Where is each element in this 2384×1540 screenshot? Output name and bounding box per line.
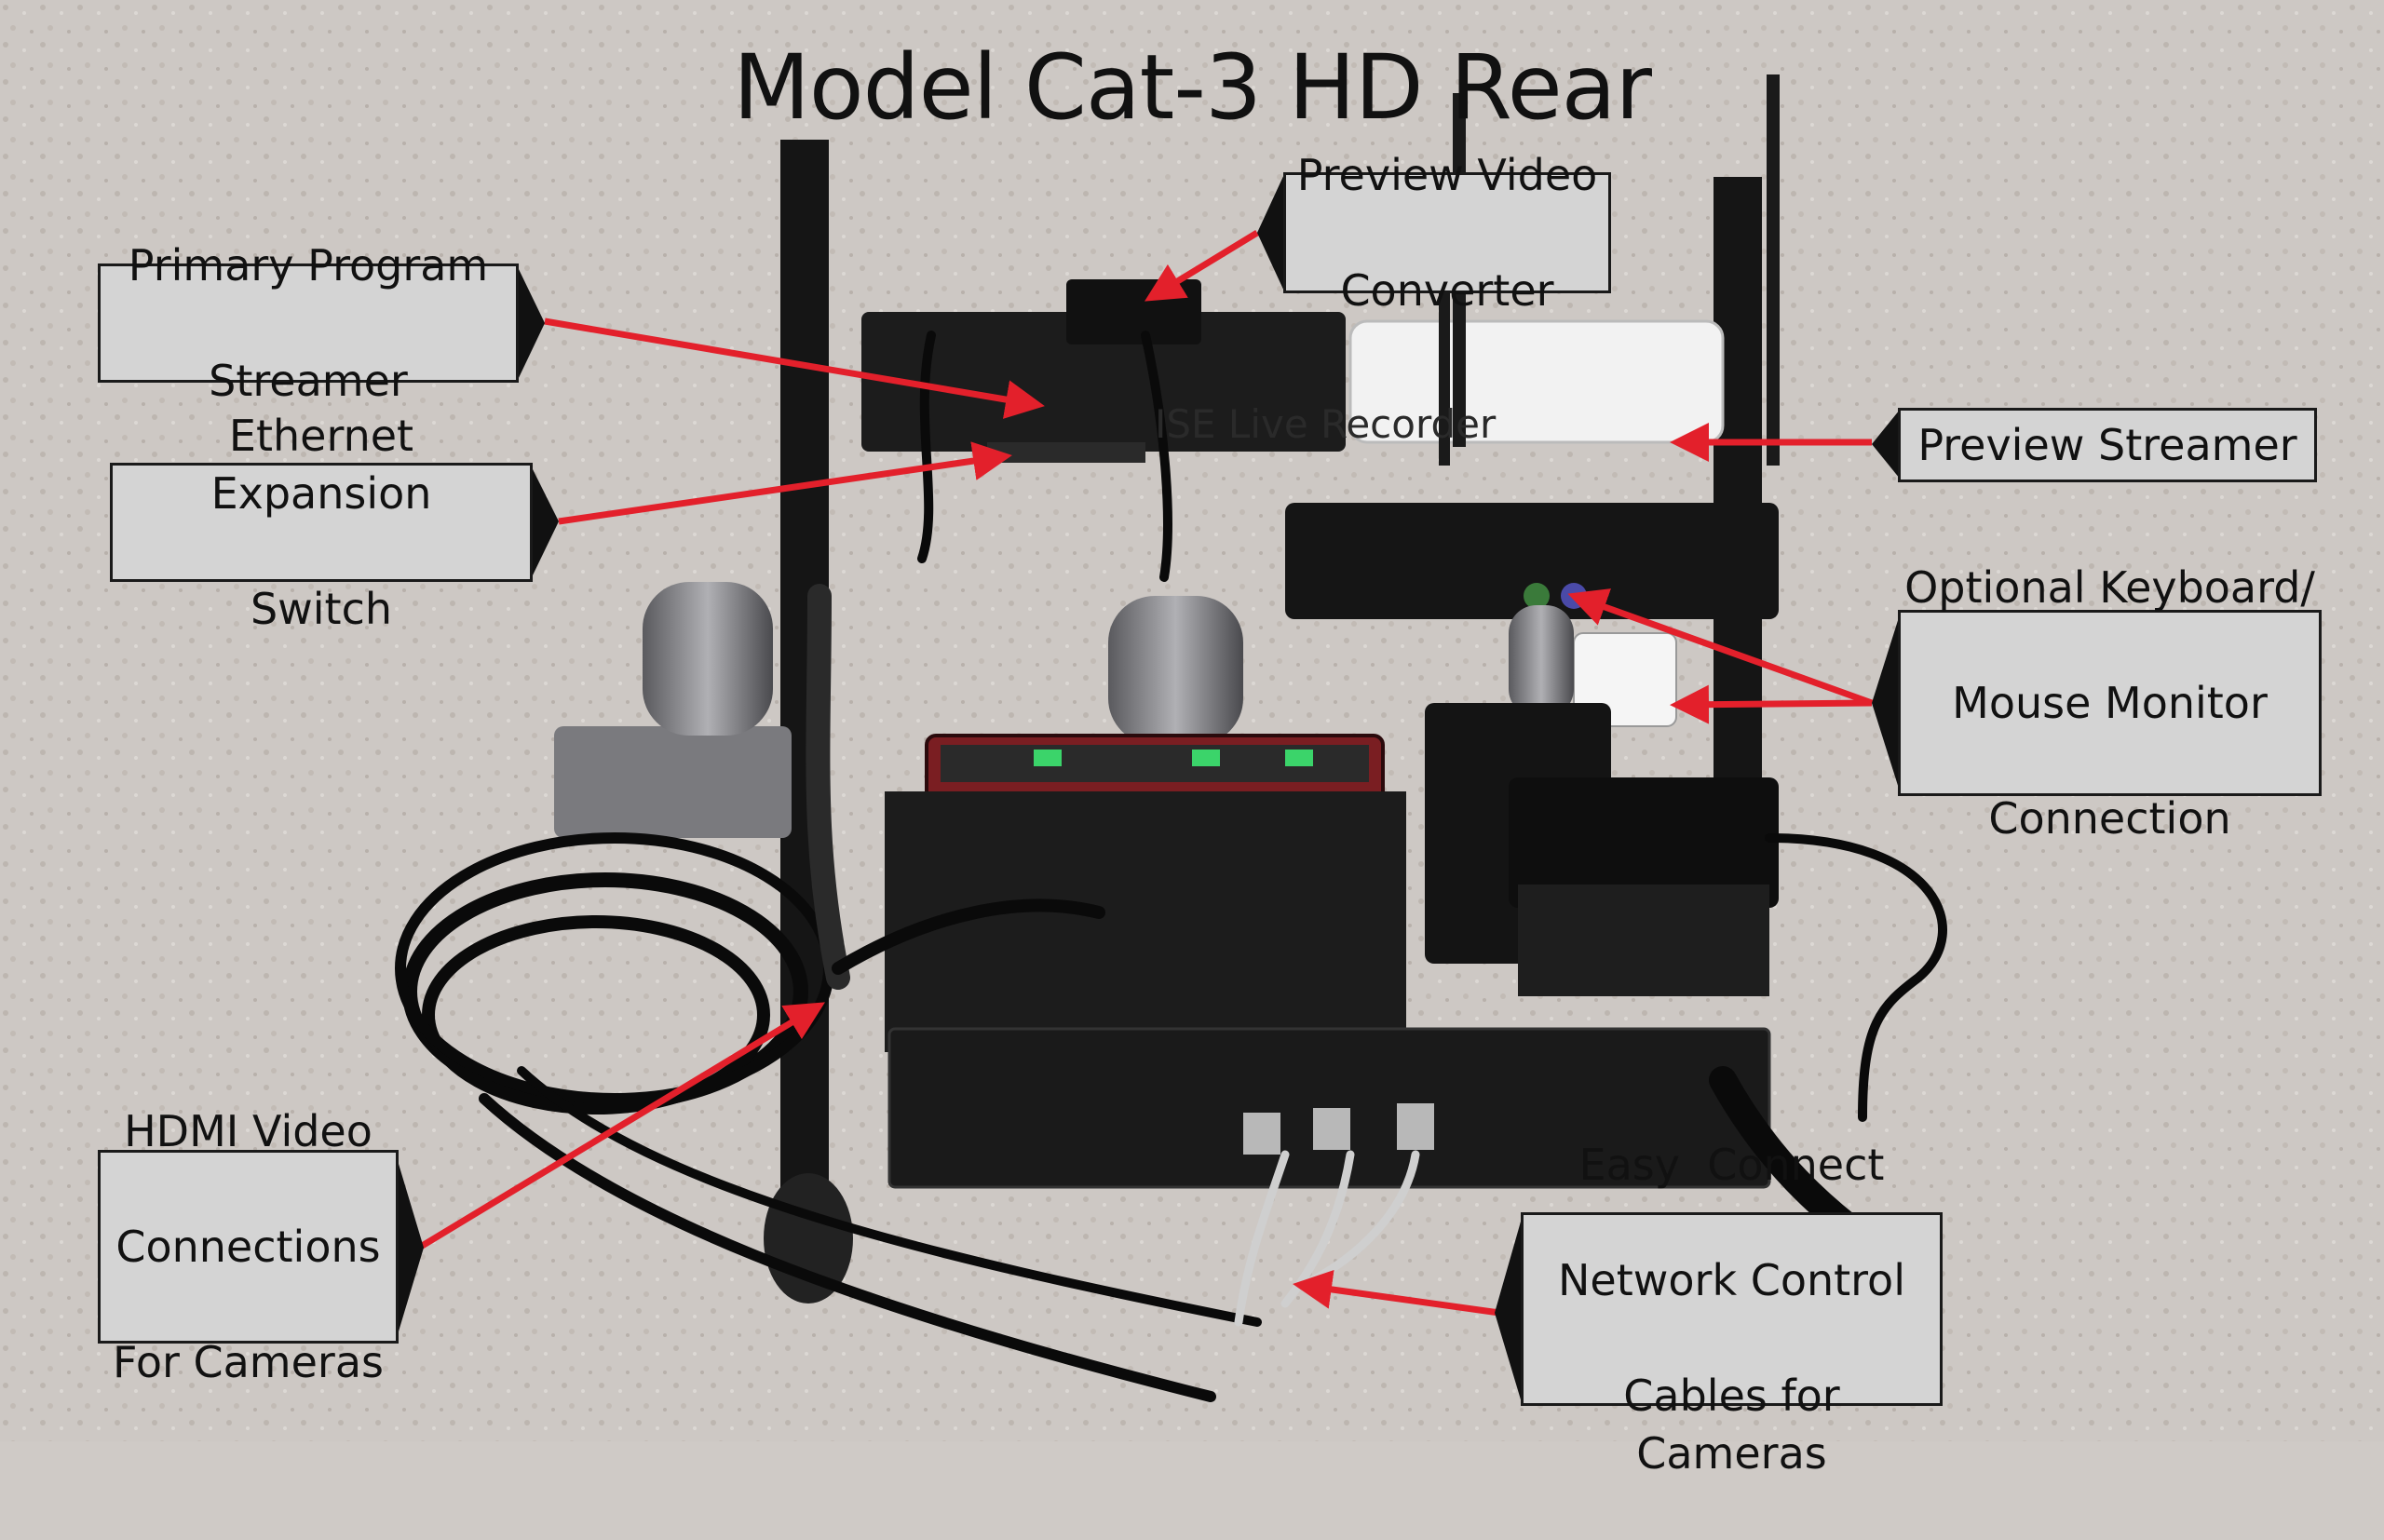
callout-line: Preview Video xyxy=(1296,150,1598,200)
callout-line: Connection xyxy=(1988,793,2231,844)
callout-line: Streamer xyxy=(209,356,408,406)
callout-line: Mouse Monitor xyxy=(1952,678,2268,728)
callout-easy-connect-cables: Easy Connect Network Control Cables for … xyxy=(1521,1140,1943,1479)
callout-line: For Cameras xyxy=(113,1337,384,1387)
callout-preview-streamer: Preview Streamer xyxy=(1898,408,2317,482)
camera-right xyxy=(1509,605,1574,717)
antenna-2 xyxy=(1767,74,1780,466)
arrow-primary-program xyxy=(544,317,1045,419)
device-label: ISE Live Recorder xyxy=(1155,401,1497,447)
callout-line: Preview Streamer xyxy=(1917,420,2297,470)
arrow-ethernet-switch xyxy=(558,441,1012,525)
camera-center xyxy=(1108,596,1243,745)
callout-line: Optional Keyboard/ xyxy=(1904,562,2315,613)
camera-left xyxy=(643,582,773,736)
camera-base-left xyxy=(554,726,792,838)
arrow-preview-converter xyxy=(1145,230,1259,302)
callout-primary-program-streamer: Primary Program Streamer xyxy=(98,240,519,406)
callout-ethernet-expansion-switch: Ethernet Expansion Switch xyxy=(110,411,533,634)
callout-pointers xyxy=(396,172,1900,1406)
callout-line: Converter xyxy=(1340,265,1554,316)
arrow-keyboard-mouse-1 xyxy=(1567,588,1874,707)
arrow-easy-connect xyxy=(1293,1270,1500,1317)
callout-line: Connections xyxy=(115,1222,381,1272)
callout-line: Cables for Cameras xyxy=(1623,1371,1840,1479)
callout-keyboard-mouse-monitor: Optional Keyboard/ Mouse Monitor Connect… xyxy=(1898,562,2322,844)
arrow-hdmi-video xyxy=(417,1002,825,1250)
callout-line: Primary Program xyxy=(128,240,489,290)
callout-line: Switch xyxy=(250,584,393,634)
callout-line: HDMI Video xyxy=(124,1106,372,1156)
callout-line: Easy Connect xyxy=(1578,1140,1885,1190)
rack-upright-right xyxy=(1714,177,1762,791)
recorder-unit xyxy=(1285,503,1779,619)
arrow-keyboard-mouse-2 xyxy=(1670,684,1873,724)
callout-line: Network Control xyxy=(1558,1255,1905,1305)
power-module xyxy=(1518,885,1769,996)
hdmi-converter-unit xyxy=(1066,279,1201,344)
callout-preview-video-converter: Preview Video Converter xyxy=(1283,150,1611,316)
ethernet-switch-unit xyxy=(861,312,1346,452)
page-title: Model Cat-3 HD Rear xyxy=(733,35,1652,140)
callout-hdmi-video-connections: HDMI Video Connections For Cameras xyxy=(98,1106,399,1387)
callout-line: Ethernet Expansion xyxy=(210,411,432,519)
callout-arrows xyxy=(417,230,1874,1317)
power-supply xyxy=(1509,777,1779,908)
